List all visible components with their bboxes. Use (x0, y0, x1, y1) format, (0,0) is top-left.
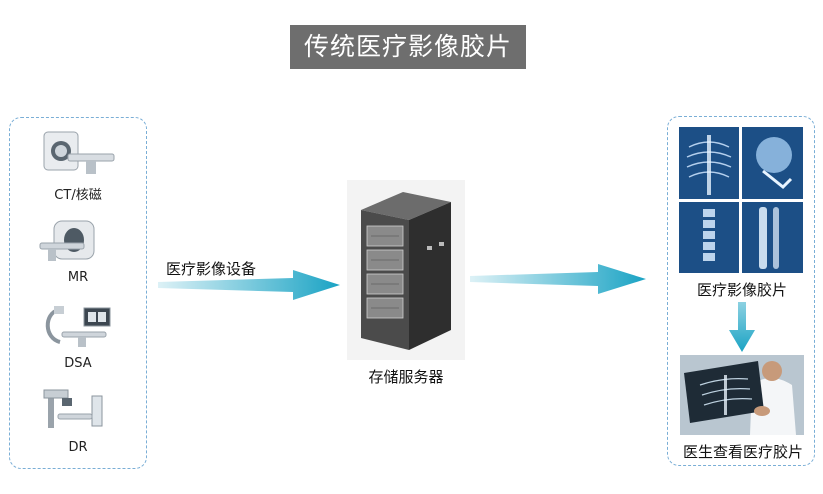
flow-arrow-right (470, 264, 646, 294)
diagram-title: 传统医疗影像胶片 (290, 25, 526, 69)
server-label: 存储服务器 (368, 368, 444, 386)
doctor-label: 医生查看医疗胶片 (682, 443, 803, 461)
arrow-label-devices: 医疗影像设备 (166, 260, 257, 278)
flow-arrow-left (158, 270, 340, 300)
flow-arrow-down (729, 302, 755, 352)
device-label-ct: CT/核磁 (54, 188, 102, 203)
dsa-machine-icon (45, 306, 111, 347)
output-group-box (667, 116, 815, 466)
xray-films-image (679, 127, 803, 273)
device-label-mr: MR (67, 270, 89, 285)
device-group-box (9, 117, 147, 469)
server-rack-icon (347, 180, 465, 360)
device-label-dsa: DSA (64, 356, 92, 371)
ct-scanner-icon (43, 131, 115, 174)
film-label: 医疗影像胶片 (696, 281, 787, 299)
device-label-dr: DR (68, 440, 88, 455)
doctor-viewing-film-image (680, 355, 804, 435)
mr-scanner-icon (39, 220, 95, 261)
dr-machine-icon (43, 389, 103, 428)
